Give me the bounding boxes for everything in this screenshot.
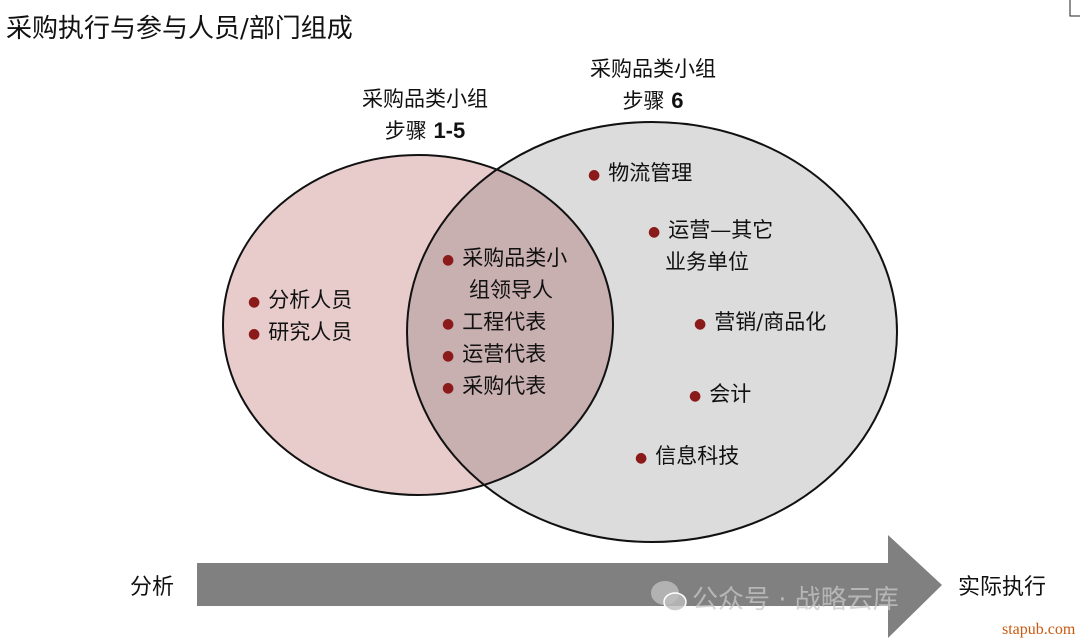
left-item: ●分析人员 bbox=[248, 288, 353, 312]
right-group-header: 采购品类小组 步骤 6 bbox=[568, 53, 738, 117]
right-item: ●物流管理 bbox=[588, 161, 693, 185]
overlap-item: ●工程代表 bbox=[442, 310, 547, 334]
overlap-item: ●采购品类小 bbox=[442, 246, 568, 270]
left-header-line1: 采购品类小组 bbox=[362, 87, 488, 111]
watermark: 公众号 · 战略云库 bbox=[692, 585, 899, 615]
page-title: 采购执行与参与人员/部门组成 bbox=[6, 14, 353, 44]
site-watermark: stapub.com bbox=[1002, 621, 1076, 638]
right-item: ●会计 bbox=[689, 382, 752, 406]
left-item: ●研究人员 bbox=[248, 320, 353, 344]
right-item: ●营销/商品化 bbox=[694, 310, 827, 334]
overlap-region bbox=[407, 155, 613, 495]
overlap-item: ●运营代表 bbox=[442, 342, 547, 366]
right-item: ●运营—其它 bbox=[648, 218, 774, 242]
right-item-cont: 业务单位 bbox=[665, 250, 749, 274]
progress-arrow bbox=[197, 535, 942, 638]
arrow-start-label: 分析 bbox=[130, 575, 175, 600]
overlap-item-cont: 组领导人 bbox=[469, 278, 553, 302]
right-header-line2: 步骤 6 bbox=[622, 88, 684, 113]
left-group-header: 采购品类小组 步骤 1-5 bbox=[340, 83, 510, 147]
left-header-line2: 步骤 1-5 bbox=[384, 118, 466, 143]
right-header-line1: 采购品类小组 bbox=[590, 57, 716, 81]
arrow-end-label: 实际执行 bbox=[958, 575, 1047, 600]
right-item: ●信息科技 bbox=[635, 444, 740, 468]
wechat-icon bbox=[651, 581, 687, 612]
corner-box bbox=[1069, 0, 1080, 17]
overlap-item: ●采购代表 bbox=[442, 374, 547, 398]
